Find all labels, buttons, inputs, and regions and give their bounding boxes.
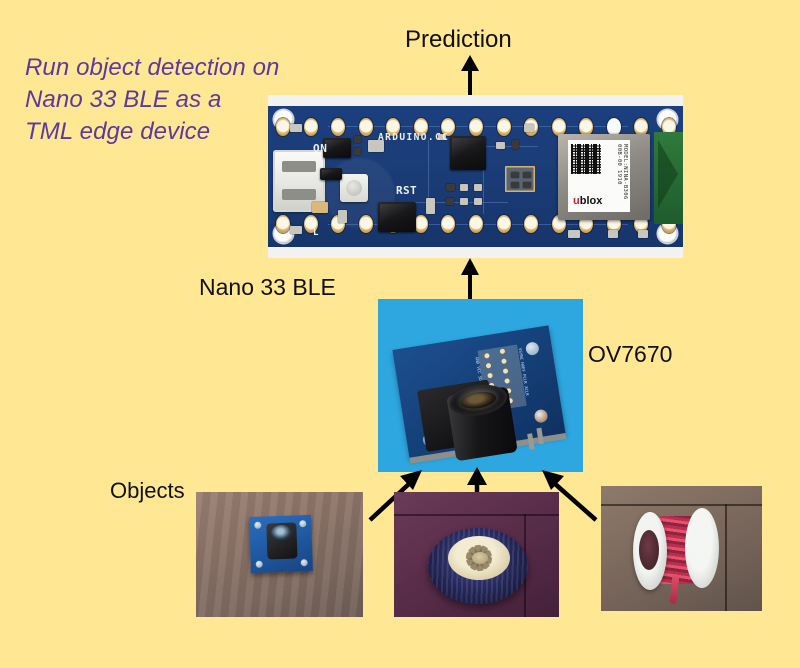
module-label: MODEL:NINA-B306 00B-00 1910 ublox xyxy=(568,140,630,212)
qr-code-icon xyxy=(571,144,601,174)
camera-screw-hole xyxy=(533,408,549,424)
objects-label: Objects xyxy=(110,478,185,503)
silkscreen-led-l: L xyxy=(313,228,319,238)
headline-line-3: TML edge device xyxy=(25,117,211,145)
headline-line-2: Nano 33 BLE as a xyxy=(25,85,222,113)
arduino-nano-33-ble-board: MODEL:NINA-B306 00B-00 1910 ublox ARDUIN… xyxy=(268,95,683,258)
arrow-object3-to-camera xyxy=(542,470,598,522)
object3-flange-right xyxy=(685,508,719,588)
camera-screw-hole xyxy=(524,341,540,357)
board-ic-small xyxy=(320,168,342,180)
ov7670-camera-module: GND VCC SDA SCL VSYNC HREF PCLK XCLK xyxy=(378,299,583,472)
camera-pcb: GND VCC SDA SCL VSYNC HREF PCLK XCLK xyxy=(392,325,567,464)
silkscreen-on: ON xyxy=(313,142,328,155)
prediction-label: Prediction xyxy=(405,26,512,53)
object1-board xyxy=(249,514,313,574)
arrow-camera-to-board xyxy=(461,258,479,302)
object2-hub xyxy=(448,536,510,580)
headline-line-1: Run object detection on xyxy=(25,54,280,81)
ublox-nina-module: MODEL:NINA-B306 00B-00 1910 ublox xyxy=(558,134,650,220)
nano-33-ble-label: Nano 33 BLE xyxy=(199,274,336,300)
object1-lens xyxy=(266,522,298,560)
camera-lens-housing xyxy=(417,379,518,462)
object3-spool-core xyxy=(639,530,659,570)
silkscreen-rst: RST xyxy=(396,184,418,197)
ov7670-label: OV7670 xyxy=(588,341,673,367)
reset-button[interactable] xyxy=(340,174,368,202)
object-photo-wire-spool xyxy=(601,486,762,611)
ublox-brand: ublox xyxy=(573,195,603,207)
board-ic-flash xyxy=(378,202,416,232)
silkscreen-arduino-cc: ARDUINO.CC xyxy=(378,132,450,143)
board-ic-regulator xyxy=(323,138,351,158)
board-header-top xyxy=(276,118,676,138)
antenna-region xyxy=(654,132,683,224)
board-pcb: MODEL:NINA-B306 00B-00 1910 ublox ARDUIN… xyxy=(268,106,683,247)
headline-text: Run object detection on Nano 33 BLE as a… xyxy=(25,52,325,148)
usb-micro-connector xyxy=(273,150,325,212)
object-photo-camera-module xyxy=(196,492,363,617)
board-silk-band-bottom xyxy=(268,247,683,258)
object2-tire xyxy=(428,528,528,604)
module-label-text: MODEL:NINA-B306 00B-00 1910 xyxy=(616,144,628,200)
object-photo-wheel xyxy=(394,492,559,617)
arrow-board-to-prediction xyxy=(461,55,479,97)
arrow-object1-to-camera xyxy=(368,470,422,522)
board-silk-band-top xyxy=(268,95,683,106)
board-ic-mcu xyxy=(450,136,486,170)
